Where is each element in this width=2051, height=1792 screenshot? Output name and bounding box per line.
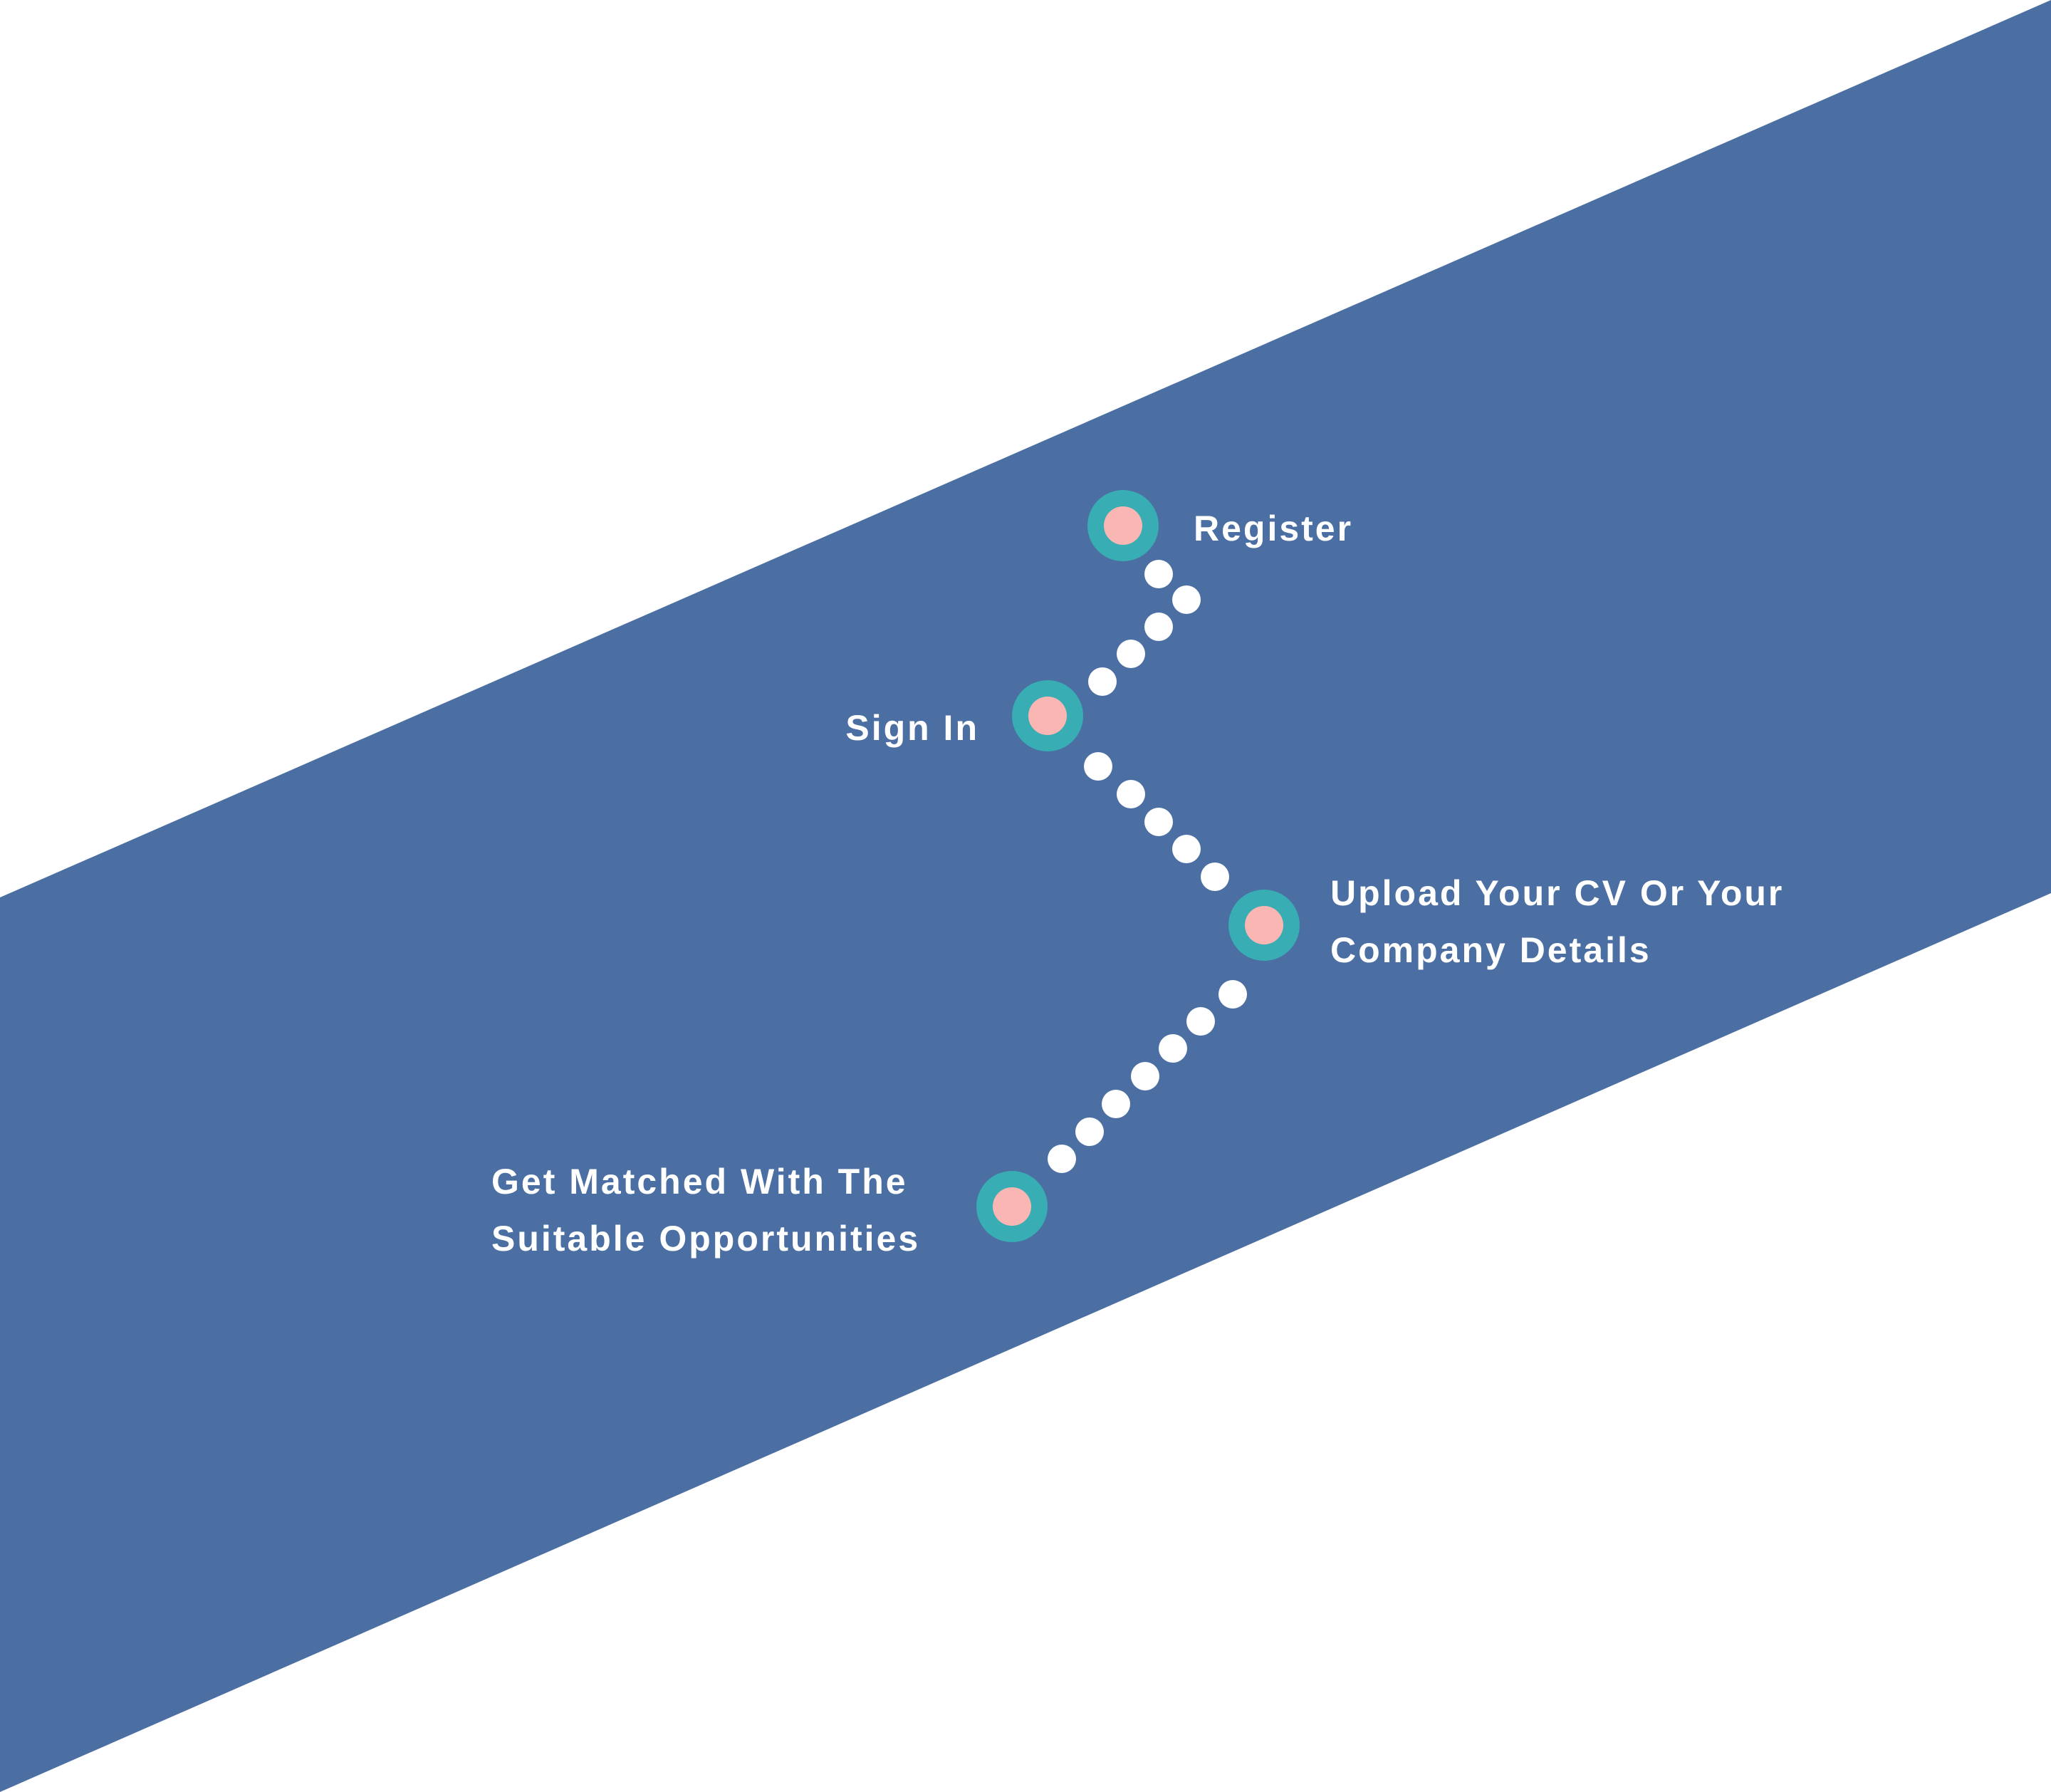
- step-label-line: Suitable Opportunities: [491, 1219, 921, 1259]
- step-label-line: Company Details: [1330, 930, 1651, 970]
- connector-dot: [1117, 640, 1145, 668]
- marker-dot: [1245, 906, 1283, 944]
- step-label-line: Upload Your CV Or Your: [1330, 873, 1785, 913]
- marker-dot: [1028, 697, 1067, 735]
- connector-dot: [1159, 1034, 1187, 1063]
- step-label-get-matched: Get Matched With The Suitable Opportunit…: [491, 1153, 920, 1267]
- connector-dot: [1075, 1118, 1104, 1146]
- connector-dot: [1172, 585, 1201, 614]
- connector-dot: [1048, 1145, 1076, 1173]
- step-label-line: Get Matched With The: [491, 1162, 908, 1202]
- connector-dot: [1172, 835, 1201, 863]
- connector-dot: [1088, 667, 1117, 696]
- marker-dot: [993, 1187, 1031, 1226]
- connector-dots: [1048, 560, 1247, 1173]
- connector-dot: [1117, 780, 1145, 808]
- upload-marker: [1228, 890, 1300, 961]
- step-label-line: Register: [1194, 509, 1354, 548]
- connector-dot: [1144, 613, 1173, 641]
- get-matched-marker: [976, 1171, 1048, 1242]
- marker-dot: [1104, 506, 1142, 545]
- step-markers: [976, 490, 1300, 1242]
- connector-dot: [1144, 560, 1173, 588]
- step-label-upload: Upload Your CV Or Your Company Details: [1330, 865, 1784, 979]
- connector-dot: [1084, 752, 1112, 781]
- sign-in-marker: [1012, 680, 1083, 751]
- step-label-line: Sign In: [845, 708, 979, 748]
- connector-dot: [1144, 808, 1173, 836]
- connector-dot: [1218, 980, 1247, 1009]
- connector-dot: [1201, 863, 1229, 891]
- connector-dot: [1186, 1007, 1215, 1036]
- connector-dot: [1131, 1062, 1159, 1090]
- connector-dot: [1102, 1090, 1130, 1118]
- register-marker: [1087, 490, 1159, 561]
- step-label-register: Register: [1194, 500, 1353, 557]
- step-label-sign-in: Sign In: [845, 699, 979, 756]
